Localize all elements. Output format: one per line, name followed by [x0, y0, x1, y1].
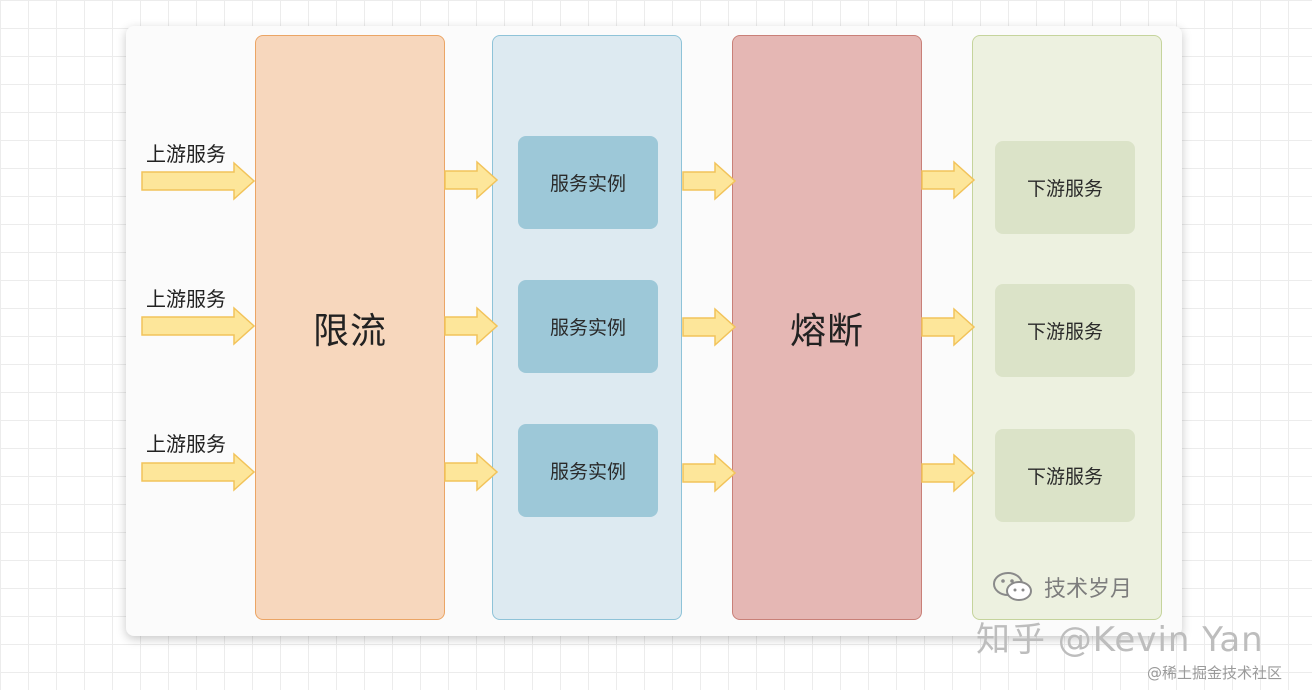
arrow-right-icon [141, 306, 256, 346]
service-instance-box: 服务实例 [518, 280, 658, 373]
upstream-label: 上游服务 [146, 432, 226, 456]
arrow-right-icon [921, 160, 976, 200]
circuit-breaker-column: 熔断 [732, 35, 922, 620]
arrow-right-icon [444, 452, 499, 492]
service-instance-box: 服务实例 [518, 424, 658, 517]
wechat-icon [993, 572, 1032, 601]
downstream-service-box: 下游服务 [995, 141, 1135, 234]
arrow-right-icon [444, 160, 499, 200]
arrow-right-icon [682, 453, 737, 493]
wechat-watermark: 技术岁月 [992, 570, 1132, 604]
service-instance-box: 服务实例 [518, 136, 658, 229]
downstream-service-box: 下游服务 [995, 429, 1135, 522]
arrow-right-icon [141, 161, 256, 201]
arrow-right-icon [682, 307, 737, 347]
arrow-right-icon [141, 452, 256, 492]
rate-limit-label: 限流 [312, 310, 387, 352]
zhihu-watermark: 知乎 @Kevin Yan [976, 620, 1264, 660]
arrow-right-icon [921, 453, 976, 493]
downstream-service-box: 下游服务 [995, 284, 1135, 377]
upstream-label: 上游服务 [146, 287, 226, 311]
arrow-right-icon [682, 161, 737, 201]
upstream-label: 上游服务 [146, 142, 226, 166]
rate-limit-column: 限流 [255, 35, 445, 620]
arrow-right-icon [444, 306, 499, 346]
wechat-watermark-text: 技术岁月 [1044, 577, 1133, 602]
juejin-watermark: @稀土掘金技术社区 [1147, 664, 1283, 682]
circuit-breaker-label: 熔断 [789, 310, 864, 352]
arrow-right-icon [921, 307, 976, 347]
